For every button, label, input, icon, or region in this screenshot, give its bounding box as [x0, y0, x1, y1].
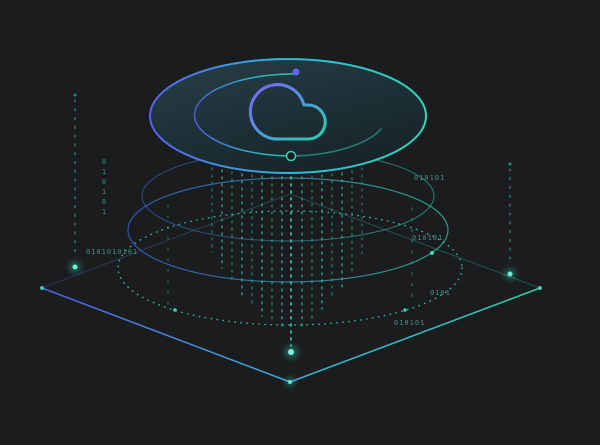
- cloud-icon: [248, 83, 327, 141]
- middle-ring-accent-dot: [430, 251, 434, 255]
- dotted-base-ring: [117, 210, 463, 326]
- binary-label: 0101010101: [86, 248, 139, 256]
- binary-label: 010101: [412, 234, 444, 242]
- binary-label: 0101: [430, 289, 451, 297]
- binary-label: 010101: [394, 319, 426, 327]
- diamond-left-corner-dot: [40, 286, 44, 290]
- base-ring-right-dot: [403, 308, 407, 312]
- orbit-arc: [193, 68, 382, 162]
- data-rain-dots: [167, 167, 413, 347]
- diamond-right-corner-dot: [538, 286, 542, 290]
- binary-label: 010101: [414, 174, 446, 182]
- center-landing-glow: [284, 345, 298, 359]
- platform-diamond: [40, 193, 542, 387]
- orbit-start-dot: [292, 68, 300, 76]
- base-ring-left-dot: [173, 308, 177, 312]
- diamond-bottom-corner-dot: [288, 380, 292, 384]
- orbit-end-ring: [285, 150, 297, 162]
- left-antenna: [69, 93, 81, 273]
- middle-ring-outer: [127, 177, 449, 283]
- binary-label: 010101: [100, 158, 108, 218]
- right-antenna: [504, 162, 516, 280]
